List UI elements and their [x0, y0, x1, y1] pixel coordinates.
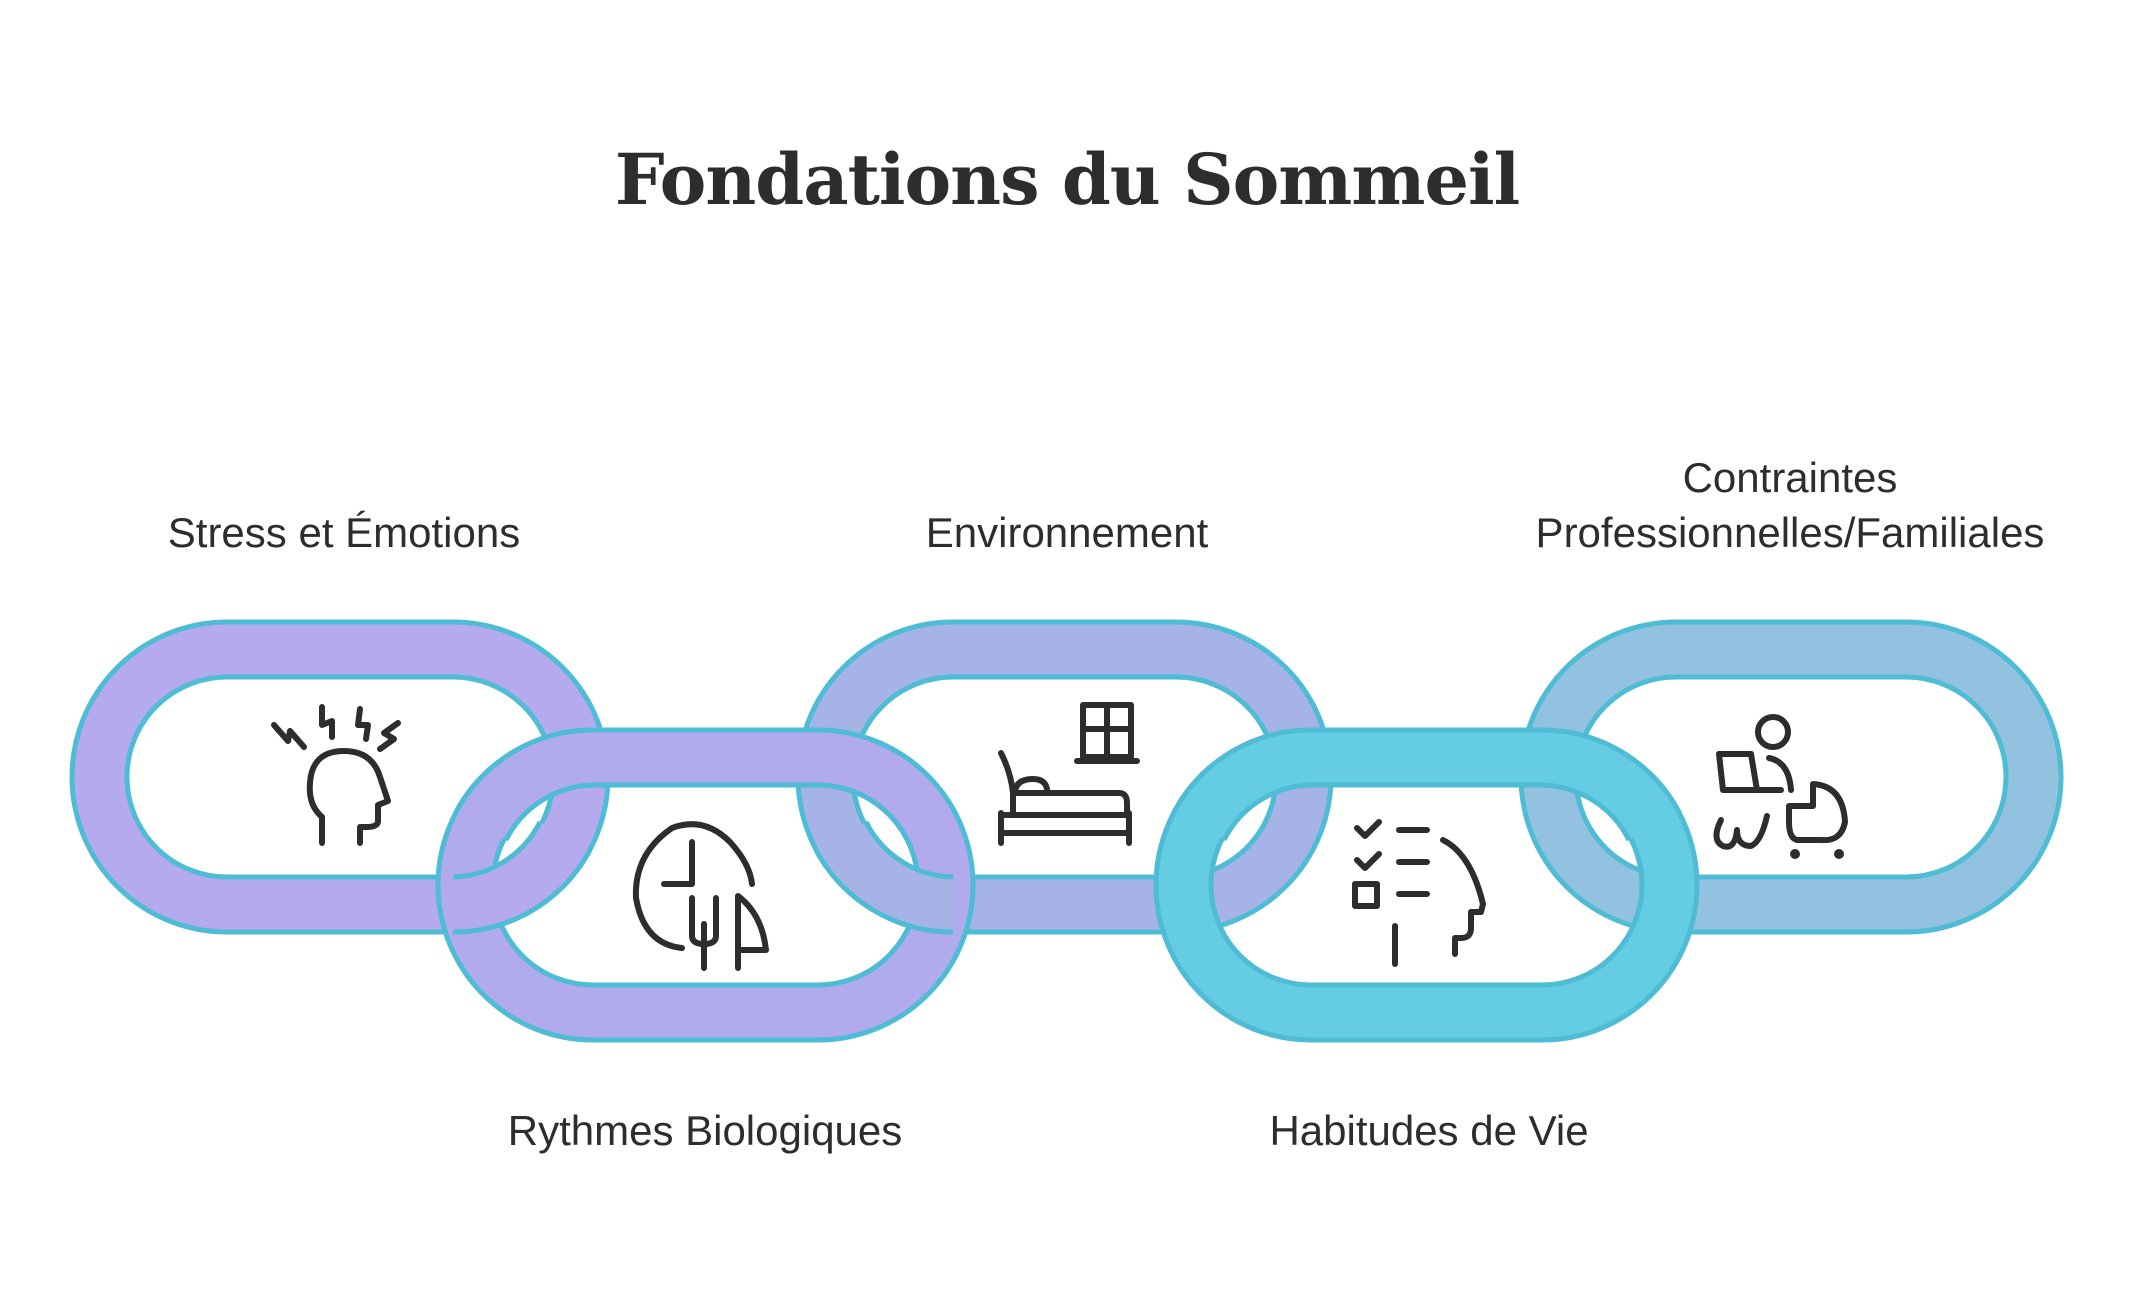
bed-window-icon — [998, 702, 1140, 846]
label-environnement: Environnement — [926, 505, 1209, 560]
label-stress: Stress et Émotions — [168, 505, 520, 560]
label-rythmes-text: Rythmes Biologiques — [507, 1107, 903, 1154]
stressed-head-icon — [271, 704, 401, 846]
label-habitudes: Habitudes de Vie — [1269, 1103, 1588, 1158]
label-contraintes-line-1: Contraintes — [1682, 454, 1898, 501]
clock-plant-icon — [632, 821, 769, 971]
interlock-habitudes-contraintes — [1541, 727, 1682, 842]
label-rythmes: Rythmes Biologiques — [508, 1103, 903, 1158]
interlock-habitudes-environnement — [1171, 727, 1312, 842]
interlock-rythmes-stress — [453, 727, 594, 842]
checklist-head-icon — [1352, 819, 1486, 967]
interlock-stress-rythmes — [452, 820, 593, 935]
label-habitudes-text: Habitudes de Vie — [1269, 1107, 1589, 1154]
parent-laptop-stroller-icon — [1713, 714, 1848, 859]
label-environnement-text: Environnement — [925, 509, 1209, 556]
label-stress-text: Stress et Émotions — [167, 509, 521, 556]
diagram-title: Fondations du Sommeil — [614, 138, 1520, 221]
interlock-environnement-rythmes — [813, 820, 954, 935]
label-contraintes-line-2: Professionnelles/Familiales — [1535, 509, 2045, 556]
chain-link-habitudes — [1153, 727, 1700, 1043]
label-contraintes: Contraintes Professionnelles/Familiales — [1536, 450, 2045, 560]
